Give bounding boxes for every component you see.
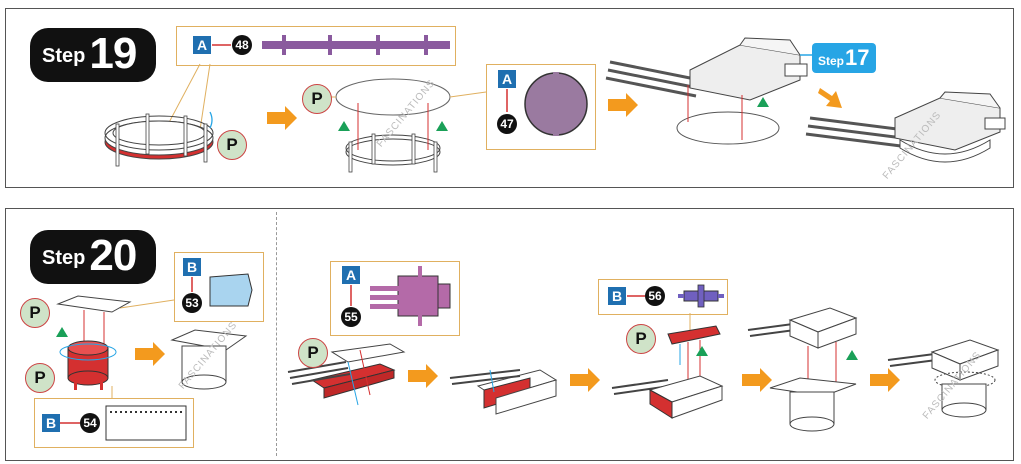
p-mark: P bbox=[626, 324, 656, 354]
panel-divider bbox=[276, 212, 277, 456]
p-mark: P bbox=[20, 298, 50, 328]
part-number: 47 bbox=[497, 114, 517, 134]
step-word: Step bbox=[42, 247, 86, 269]
part-number: 53 bbox=[182, 293, 202, 313]
step-number: 19 bbox=[89, 29, 137, 78]
step-number: 20 bbox=[89, 231, 137, 280]
part-letter: A bbox=[342, 266, 360, 284]
part-number: 56 bbox=[645, 286, 665, 306]
part-letter: A bbox=[193, 36, 211, 54]
part-letter: B bbox=[42, 414, 60, 432]
part-letter: B bbox=[608, 287, 626, 305]
step17-reference-badge: Step 17 bbox=[812, 43, 876, 73]
p-mark: P bbox=[25, 363, 55, 393]
ref-step-number: 17 bbox=[845, 45, 870, 70]
part-letter: B bbox=[183, 258, 201, 276]
step20-badge: Step 20 bbox=[30, 230, 156, 284]
p-mark: P bbox=[298, 338, 328, 368]
part-number: 54 bbox=[80, 413, 100, 433]
p-mark: P bbox=[302, 84, 332, 114]
part-number: 55 bbox=[341, 307, 361, 327]
part-letter: A bbox=[498, 70, 516, 88]
step19-badge: Step 19 bbox=[30, 28, 156, 82]
step-word: Step bbox=[42, 45, 86, 67]
p-mark: P bbox=[217, 130, 247, 160]
ref-step-word: Step bbox=[818, 54, 845, 68]
part-number: 48 bbox=[232, 35, 252, 55]
